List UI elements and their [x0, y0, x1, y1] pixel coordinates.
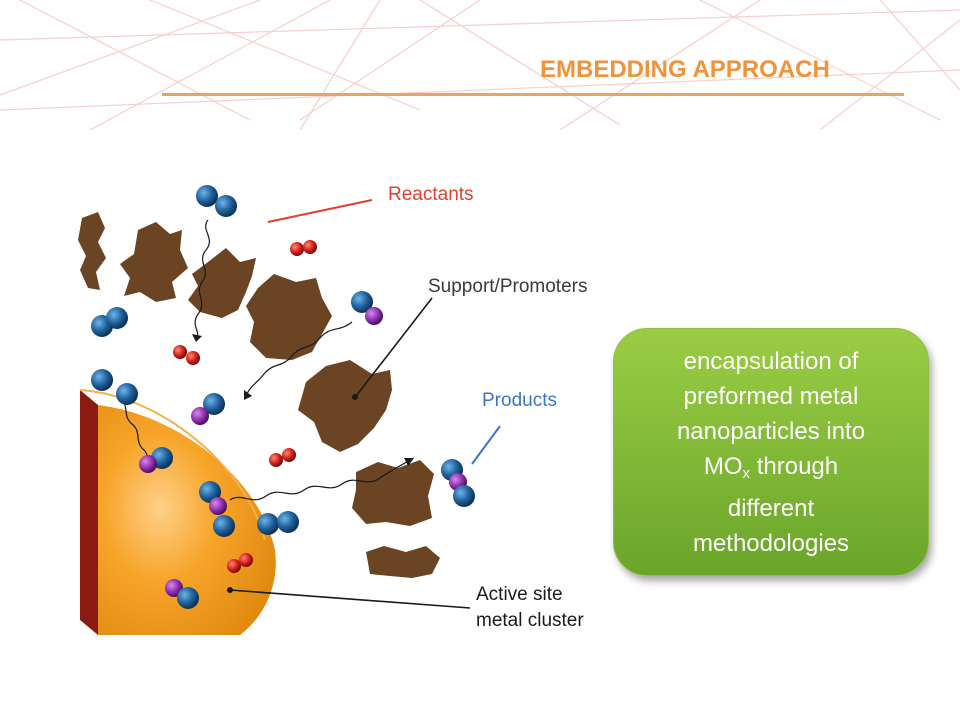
- callout-line: MOx through: [703, 452, 839, 482]
- catalyst-diagram: Reactants Support/Promoters Products Act…: [78, 184, 587, 635]
- callout-line: methodologies: [692, 529, 850, 557]
- callout-line: preformed metal: [683, 382, 859, 410]
- callout-line: encapsulation of: [683, 347, 859, 375]
- callout-line: different: [727, 494, 815, 522]
- trajectory-lines: [119, 219, 411, 501]
- description-callout: encapsulation of preformed metal nanopar…: [613, 328, 929, 576]
- products-label: Products: [482, 390, 557, 411]
- product-molecules: [139, 291, 475, 609]
- active-site-label-line1: Active site: [476, 584, 563, 605]
- support-promoters-label: Support/Promoters: [428, 276, 587, 297]
- background-decoration: [0, 0, 960, 130]
- reactants-label: Reactants: [388, 184, 474, 205]
- leader-lines: [227, 199, 501, 609]
- page-title: EMBEDDING APPROACH: [540, 56, 830, 83]
- mox-formula: MO: [703, 452, 743, 480]
- callout-line: nanoparticles into: [676, 417, 866, 445]
- mox-subscript: x: [742, 464, 751, 482]
- callout-text: encapsulation of preformed metal nanopar…: [677, 344, 865, 561]
- red-molecules: [173, 240, 317, 573]
- support-flakes: [78, 212, 440, 578]
- title-underline: [162, 93, 904, 96]
- callout-line-rest: through: [750, 452, 839, 480]
- active-site-label-line2: metal cluster: [476, 610, 584, 631]
- reactant-molecules: [91, 185, 299, 537]
